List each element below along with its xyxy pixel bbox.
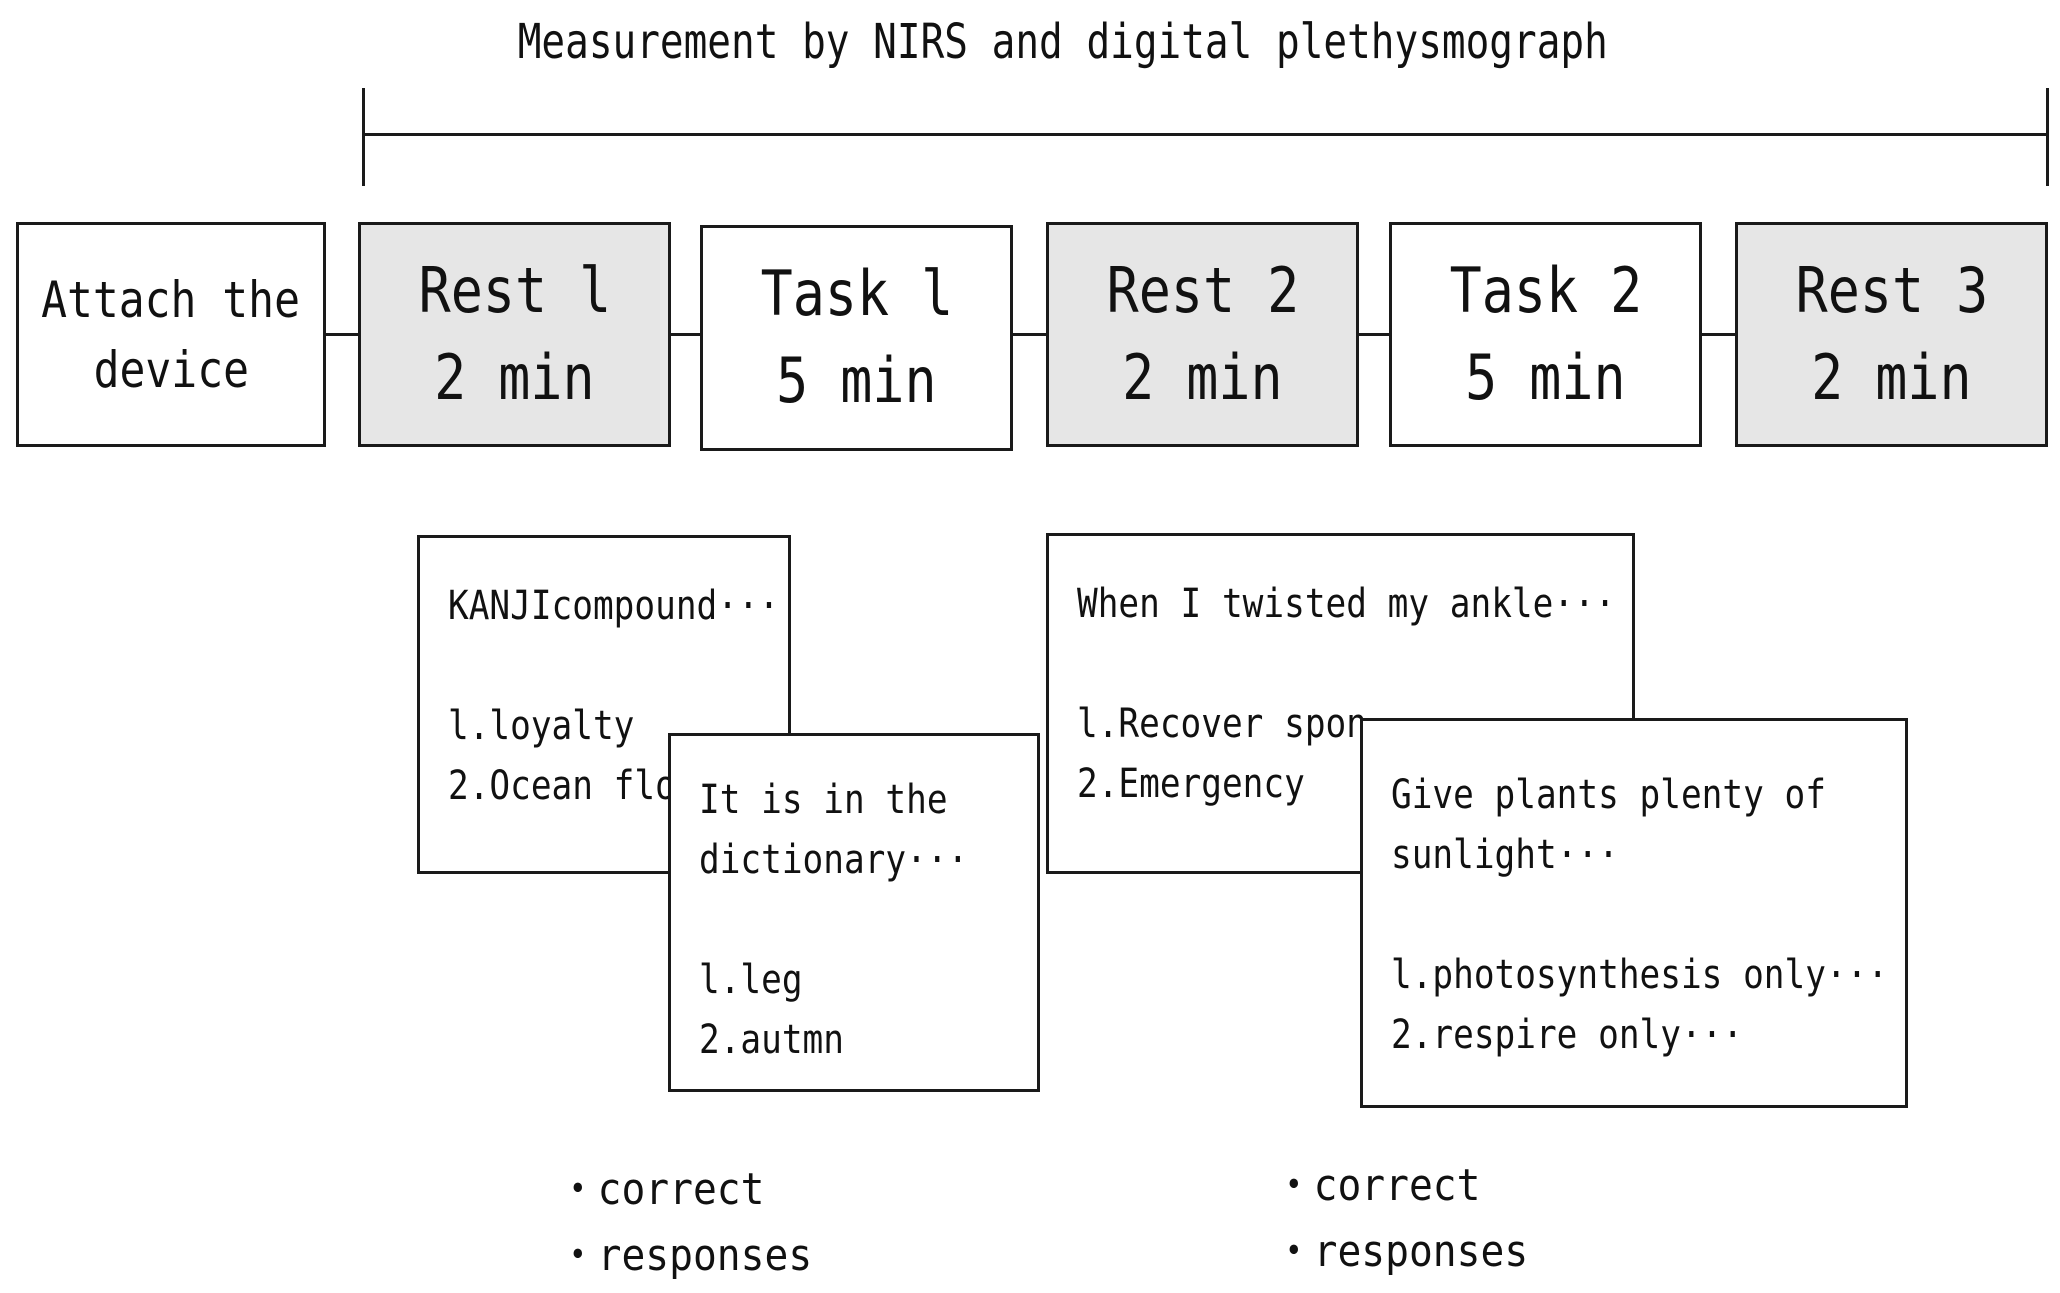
rest-1-block: Rest l 2 min xyxy=(358,222,671,447)
card-option: l.photosynthesis only··· xyxy=(1391,952,1889,998)
card-prompt-line-2: sunlight··· xyxy=(1391,832,1619,878)
rest-3-block: Rest 3 2 min xyxy=(1735,222,2048,447)
rest-3-duration: 2 min xyxy=(1811,340,1972,414)
card-option: 2.autmn xyxy=(699,1017,844,1063)
task-2-block: Task 2 5 min xyxy=(1389,222,1702,447)
rest-3-label: Rest 3 xyxy=(1795,253,1988,327)
diagram-title: Measurement by NIRS and digital plethysm… xyxy=(517,14,1608,70)
card-prompt-line-2: dictionary··· xyxy=(699,837,969,883)
card-option: l.Recover spon xyxy=(1077,701,1367,747)
result-item: ・correct xyxy=(1274,1160,1481,1211)
timeline-connector xyxy=(1357,333,1393,336)
task-2-duration: 5 min xyxy=(1465,340,1626,414)
card-prompt-line-1: It is in the xyxy=(699,777,948,823)
card-option: l.loyalty xyxy=(448,703,635,749)
rest-2-block: Rest 2 2 min xyxy=(1046,222,1359,447)
measurement-span-left-tick xyxy=(362,88,365,186)
task-2-question-card-front: Give plants plenty of sunlight··· l.phot… xyxy=(1360,718,1908,1108)
result-item: ・responses xyxy=(1274,1226,1529,1277)
rest-2-duration: 2 min xyxy=(1122,340,1283,414)
timeline-connector xyxy=(324,333,360,336)
timeline-connector xyxy=(1699,333,1737,336)
timeline-connector xyxy=(669,333,703,336)
result-item: ・responses xyxy=(558,1230,813,1281)
attach-line-2: device xyxy=(93,340,249,399)
card-prompt-line-1: Give plants plenty of xyxy=(1391,772,1826,818)
card-prompt: When I twisted my ankle··· xyxy=(1077,581,1616,627)
rest-1-duration: 2 min xyxy=(434,340,595,414)
rest-2-label: Rest 2 xyxy=(1106,253,1299,327)
card-option: 2.respire only··· xyxy=(1391,1012,1744,1058)
result-item: ・correct xyxy=(558,1164,765,1215)
card-option: l.leg xyxy=(699,957,803,1003)
timeline-connector xyxy=(1011,333,1049,336)
task-2-label: Task 2 xyxy=(1449,253,1642,327)
task-1-question-card-back: KANJIcompound··· l.loyalty 2.Ocean flo xyxy=(417,535,791,874)
attach-line-1: Attach the xyxy=(41,270,301,329)
task-2-results: ・correct ・responses xyxy=(1274,1153,1556,1285)
task-1-block: Task l 5 min xyxy=(700,225,1013,451)
measurement-span-right-tick xyxy=(2046,88,2049,186)
card-option: 2.Emergency xyxy=(1077,761,1305,807)
measurement-span-line xyxy=(363,133,2048,136)
task-1-label: Task l xyxy=(760,257,953,331)
attach-device-block: Attach the device xyxy=(16,222,326,447)
card-option: 2.Ocean flo xyxy=(448,763,676,809)
task-1-results: ・correct ・responses xyxy=(558,1157,840,1289)
task-1-duration: 5 min xyxy=(776,344,937,417)
card-prompt: KANJIcompound··· xyxy=(448,583,780,629)
rest-1-label: Rest l xyxy=(418,253,611,327)
task-1-question-card-front: It is in the dictionary··· l.leg 2.autmn xyxy=(668,733,1040,1092)
